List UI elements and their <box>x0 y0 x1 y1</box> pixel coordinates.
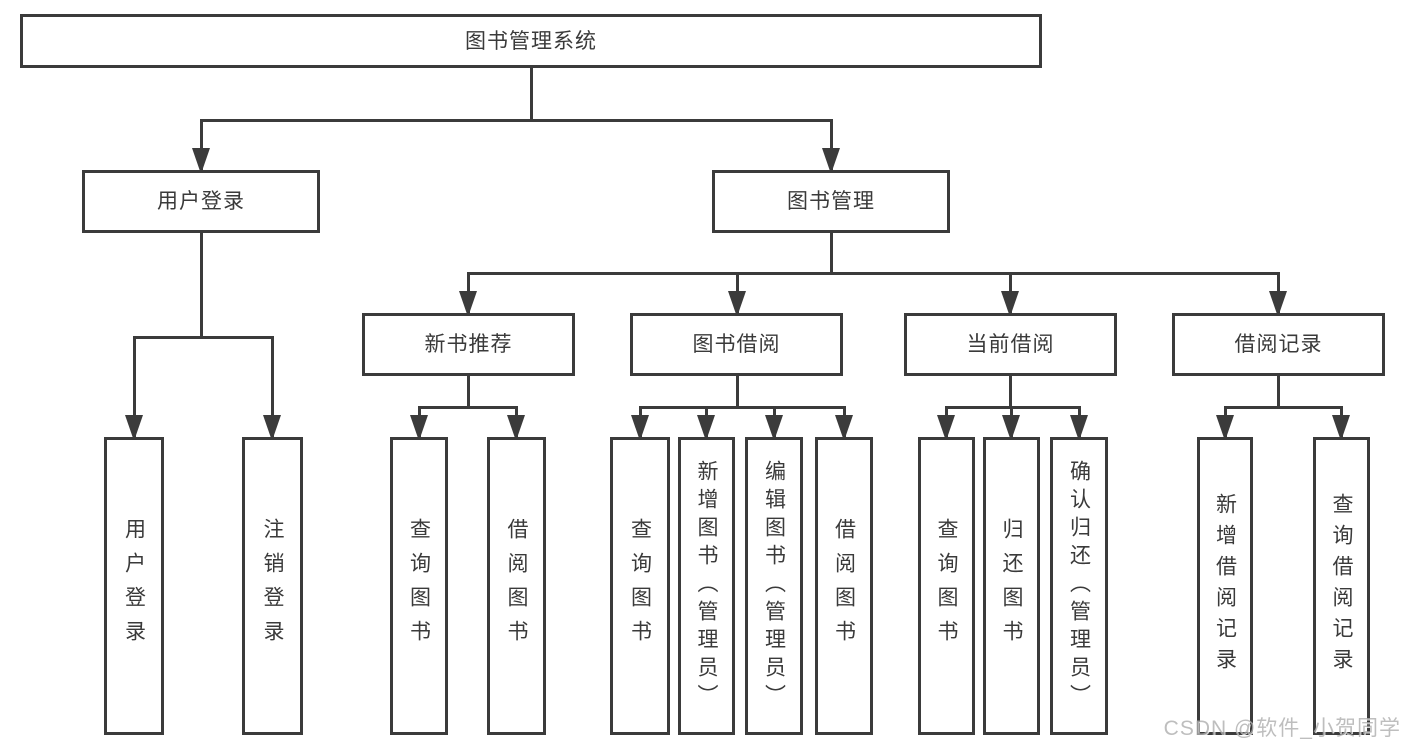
c-current-borrow-arrowhead-0 <box>937 415 955 441</box>
node-label-book-borrowing: 图书借阅 <box>692 333 781 356</box>
c-book-borrowing-arrowhead-0 <box>631 415 649 441</box>
node-leaf-borrow-books-1: 借阅图书 <box>487 437 546 735</box>
node-label-leaf-edit-books-admin: 编辑图书（管理员） <box>762 460 786 712</box>
node-current-borrowing: 当前借阅 <box>904 313 1117 376</box>
node-leaf-logout: 注销登录 <box>242 437 303 735</box>
c-book-borrowing-arrowhead-2 <box>765 415 783 441</box>
c-borrow-records-branch <box>1223 405 1343 409</box>
c-user-login-arrowhead-0 <box>125 415 143 441</box>
node-leaf-query-books-2: 查询图书 <box>610 437 670 735</box>
c-user-login-trunk <box>199 233 203 337</box>
c-root-trunk <box>529 68 533 120</box>
node-label-leaf-user-login: 用户登录 <box>122 518 146 654</box>
c-root-branch <box>199 118 833 122</box>
c-new-book-branch <box>417 405 518 409</box>
c-book-management-trunk <box>829 233 833 273</box>
c-book-borrowing-arrowhead-1 <box>697 415 715 441</box>
node-label-leaf-query-books-2: 查询图书 <box>628 518 652 654</box>
c-new-book-arrowhead-0 <box>410 415 428 441</box>
c-root-drop-0 <box>199 120 203 170</box>
c-new-book-arrowhead-1 <box>507 415 525 441</box>
c-new-book-trunk <box>466 376 470 407</box>
node-leaf-return-books: 归还图书 <box>983 437 1040 735</box>
c-borrow-records-arrowhead-1 <box>1332 415 1350 441</box>
node-label-leaf-add-books-admin: 新增图书（管理员） <box>695 460 718 712</box>
c-book-borrowing-trunk <box>735 376 739 407</box>
c-current-borrow-trunk <box>1008 376 1012 407</box>
node-label-leaf-logout: 注销登录 <box>261 518 284 654</box>
c-book-management-arrowhead-1 <box>728 291 746 317</box>
node-leaf-edit-books-admin: 编辑图书（管理员） <box>745 437 803 735</box>
c-current-borrow-arrowhead-1 <box>1002 415 1020 441</box>
node-label-leaf-borrow-books-2: 借阅图书 <box>832 518 856 654</box>
c-current-borrow-branch <box>944 405 1081 409</box>
c-book-management-branch <box>466 271 1280 275</box>
node-label-leaf-query-books-1: 查询图书 <box>407 518 431 654</box>
node-label-leaf-query-borrow-record: 查询借阅记录 <box>1330 493 1353 679</box>
node-label-leaf-return-books: 归还图书 <box>1000 518 1023 654</box>
c-book-borrowing-branch <box>638 405 846 409</box>
node-label-user-login: 用户登录 <box>157 190 245 213</box>
node-label-new-book-recommend: 新书推荐 <box>424 333 513 356</box>
node-label-leaf-add-borrow-record: 新增借阅记录 <box>1213 493 1237 679</box>
c-borrow-records-trunk <box>1276 376 1280 407</box>
c-root-drop-1 <box>829 120 833 170</box>
node-label-leaf-query-books-3: 查询图书 <box>935 518 958 654</box>
node-leaf-borrow-books-2: 借阅图书 <box>815 437 873 735</box>
node-borrowing-records: 借阅记录 <box>1172 313 1385 376</box>
node-label-leaf-borrow-books-1: 借阅图书 <box>505 518 528 654</box>
node-label-book-management: 图书管理 <box>787 190 875 213</box>
c-user-login-branch <box>132 335 274 339</box>
csdn-watermark: CSDN @软件_小贺同学 <box>1163 717 1401 740</box>
node-leaf-query-borrow-record: 查询借阅记录 <box>1313 437 1370 735</box>
c-book-management-arrowhead-3 <box>1269 291 1287 317</box>
c-borrow-records-arrowhead-0 <box>1216 415 1234 441</box>
node-book-borrowing: 图书借阅 <box>630 313 843 376</box>
node-leaf-user-login: 用户登录 <box>104 437 164 735</box>
c-user-login-arrowhead-1 <box>263 415 281 441</box>
c-user-login-drop-1 <box>270 337 274 437</box>
c-user-login-drop-0 <box>132 337 136 437</box>
c-current-borrow-arrowhead-2 <box>1070 415 1088 441</box>
node-root-system: 图书管理系统 <box>20 14 1042 68</box>
node-book-management: 图书管理 <box>712 170 950 233</box>
c-book-borrowing-arrowhead-3 <box>835 415 853 441</box>
node-leaf-confirm-return: 确认归还（管理员） <box>1050 437 1108 735</box>
node-leaf-add-books-admin: 新增图书（管理员） <box>678 437 735 735</box>
c-book-management-arrowhead-2 <box>1001 291 1019 317</box>
c-book-management-arrowhead-0 <box>459 291 477 317</box>
node-leaf-query-books-1: 查询图书 <box>390 437 448 735</box>
c-root-arrowhead-1 <box>822 148 840 174</box>
node-new-book-recommend: 新书推荐 <box>362 313 575 376</box>
node-leaf-query-books-3: 查询图书 <box>918 437 975 735</box>
node-label-current-borrowing: 当前借阅 <box>966 333 1055 356</box>
node-label-borrowing-records: 借阅记录 <box>1234 333 1323 356</box>
node-leaf-add-borrow-record: 新增借阅记录 <box>1197 437 1253 735</box>
node-user-login: 用户登录 <box>82 170 320 233</box>
node-label-leaf-confirm-return: 确认归还（管理员） <box>1067 460 1091 712</box>
c-root-arrowhead-0 <box>192 148 210 174</box>
node-label-root-system: 图书管理系统 <box>465 29 597 53</box>
